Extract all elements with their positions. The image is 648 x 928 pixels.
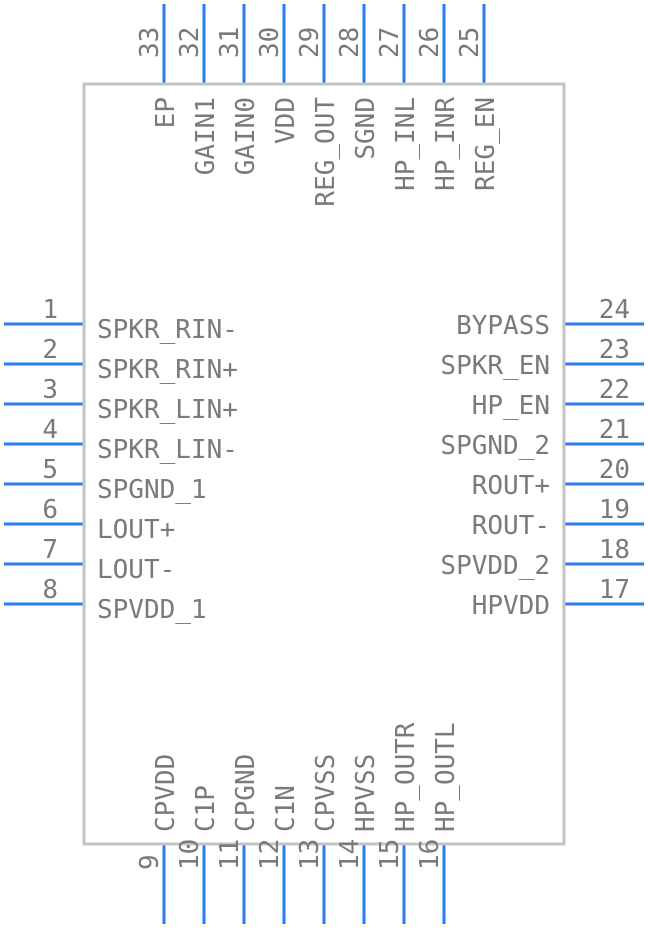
pin-20-name: ROUT+ xyxy=(472,471,550,501)
pin-31-number: 31 xyxy=(215,27,245,58)
pin-30-name: VDD xyxy=(271,97,301,144)
pins-layer xyxy=(4,4,644,924)
pin-17-number: 17 xyxy=(599,575,630,605)
pin-24-number: 24 xyxy=(599,295,630,325)
pin-6-number: 6 xyxy=(42,495,58,525)
pin-8-name: SPVDD_1 xyxy=(97,595,207,625)
pin-33-number: 33 xyxy=(135,27,165,58)
pin-18-number: 18 xyxy=(599,535,630,565)
pin-13-number: 13 xyxy=(295,839,325,870)
pin-5-number: 5 xyxy=(42,455,58,485)
pin-20-number: 20 xyxy=(599,455,630,485)
pin-13-name: CPVSS xyxy=(311,754,341,832)
pin-11-number: 11 xyxy=(215,839,245,870)
pin-9-name: CPVDD xyxy=(151,754,181,832)
pin-28-name: SGND xyxy=(351,97,381,160)
pin-31-name: GAIN0 xyxy=(231,97,261,175)
pin-28-number: 28 xyxy=(335,27,365,58)
pin-26-name: HP_INR xyxy=(431,97,461,191)
pin-14-number: 14 xyxy=(335,839,365,870)
pin-21-name: SPGND_2 xyxy=(440,431,550,461)
pin-27-number: 27 xyxy=(375,27,405,58)
pin-14-name: HPVSS xyxy=(351,754,381,832)
pin-1-name: SPKR_RIN- xyxy=(97,315,238,345)
pin-6-name: LOUT+ xyxy=(97,515,175,545)
pin-29-name: REG_OUT xyxy=(311,97,341,207)
pin-11-name: CPGND xyxy=(231,754,261,832)
pin-22-name: HP_EN xyxy=(472,391,550,421)
pin-25-name: REG_EN xyxy=(471,97,501,191)
pin-7-name: LOUT- xyxy=(97,555,175,585)
pin-21-number: 21 xyxy=(599,415,630,445)
pin-25-number: 25 xyxy=(455,27,485,58)
pin-4-name: SPKR_LIN- xyxy=(97,435,238,465)
pin-33-name: EP xyxy=(151,97,181,128)
pin-8-number: 8 xyxy=(42,575,58,605)
pin-32-number: 32 xyxy=(175,27,205,58)
pin-15-name: HP_OUTR xyxy=(391,722,421,832)
pin-23-name: SPKR_EN xyxy=(440,351,550,381)
pin-26-number: 26 xyxy=(415,27,445,58)
pin-3-number: 3 xyxy=(42,375,58,405)
pin-24-name: BYPASS xyxy=(456,311,550,341)
pin-30-number: 30 xyxy=(255,27,285,58)
pin-7-number: 7 xyxy=(42,535,58,565)
pin-18-name: SPVDD_2 xyxy=(440,551,550,581)
pin-32-name: GAIN1 xyxy=(191,97,221,175)
pin-29-number: 29 xyxy=(295,27,325,58)
pin-15-number: 15 xyxy=(375,839,405,870)
pin-12-name: C1N xyxy=(271,785,301,832)
pin-19-number: 19 xyxy=(599,495,630,525)
ic-body xyxy=(82,82,566,846)
pin-10-name: C1P xyxy=(191,785,221,832)
pin-16-name: HP_OUTL xyxy=(431,722,461,832)
pin-12-number: 12 xyxy=(255,839,285,870)
pin-22-number: 22 xyxy=(599,375,630,405)
pin-5-name: SPGND_1 xyxy=(97,475,207,505)
pin-17-name: HPVDD xyxy=(472,591,550,621)
pin-19-name: ROUT- xyxy=(472,511,550,541)
pin-23-number: 23 xyxy=(599,335,630,365)
pin-2-name: SPKR_RIN+ xyxy=(97,355,238,385)
pin-16-number: 16 xyxy=(415,839,445,870)
pin-1-number: 1 xyxy=(42,295,58,325)
pin-27-name: HP_INL xyxy=(391,97,421,191)
pin-3-name: SPKR_LIN+ xyxy=(97,395,238,425)
pin-2-number: 2 xyxy=(42,335,58,365)
pin-10-number: 10 xyxy=(175,839,205,870)
pin-4-number: 4 xyxy=(42,415,58,445)
pin-9-number: 9 xyxy=(135,854,165,870)
